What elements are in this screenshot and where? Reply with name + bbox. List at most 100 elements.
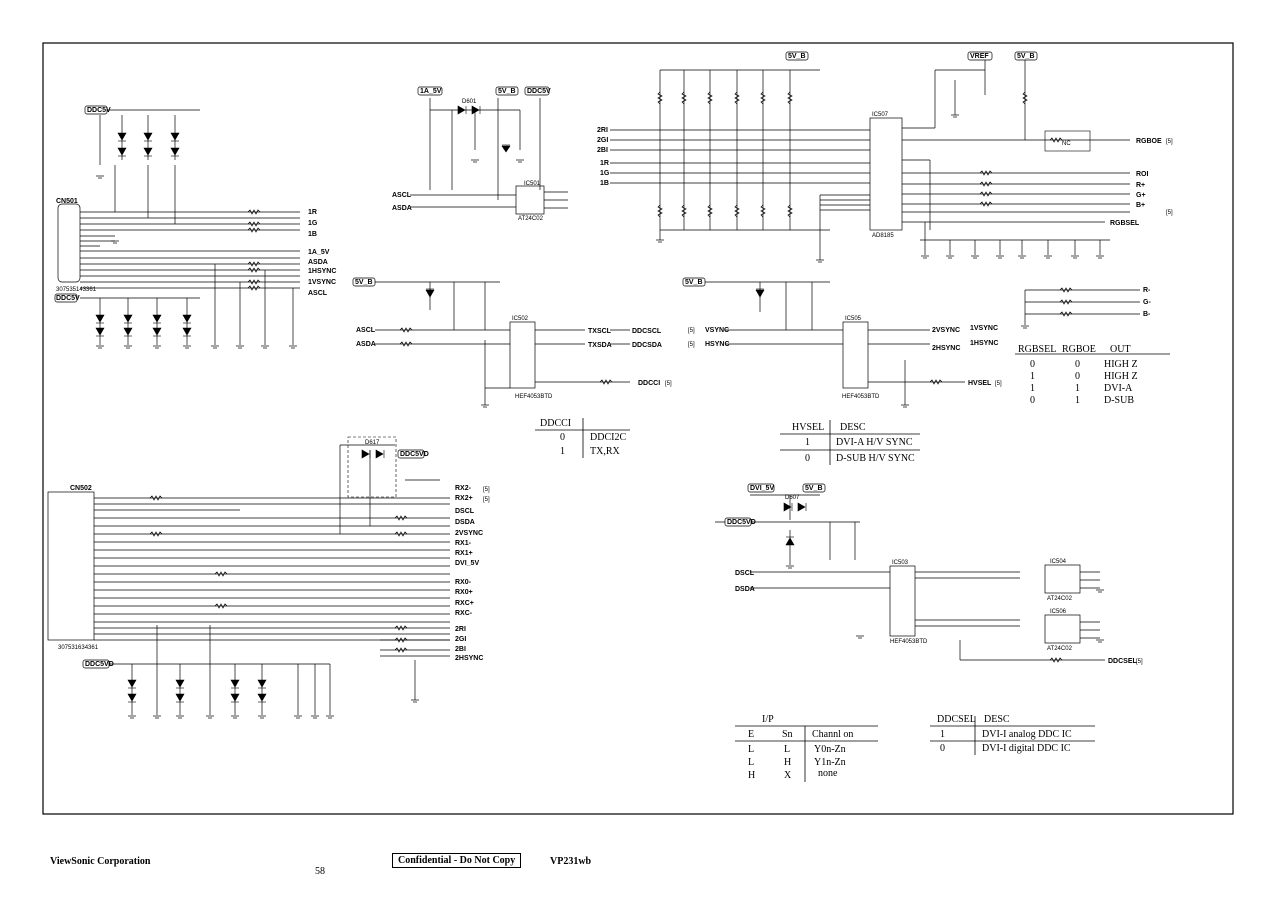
cn502-rx1m: RX1- [455,540,472,547]
ddcci-r0c1: DDCI2C [590,432,626,443]
ic502-ddcsda: DDCSDA [632,342,662,349]
ic502-label: IC502 [512,316,529,322]
net-vref: VREF [970,53,989,60]
out-gminus: G- [1143,299,1151,306]
ref-rx2p: [5] [483,497,490,503]
ic505-part: HEF4053BTD [842,394,880,400]
ip-h2: Channl on [812,729,853,740]
ref-ddcsel: [5] [1136,659,1143,665]
net-dvi5v: DVI_5V [750,485,774,492]
ref-rgbsel: [5] [1166,210,1173,216]
ddcci-table [535,418,630,458]
ddcsel-h0: DDCSEL [937,714,976,725]
rgb-r1c1: 0 [1075,371,1080,382]
cn501-partno: 307535143361 [56,287,97,293]
ic503-dsda: DSDA [735,586,755,593]
ground-symbols [96,114,1104,719]
net-ddc5vd-ic503: DDC5VD [727,519,756,526]
ic507-out-gplus: G+ [1136,192,1146,199]
ref-vsync: [5] [688,328,695,334]
net-5vb-ic502: 5V_B [355,279,373,286]
sig-1hsync: 1HSYNC [308,268,336,275]
net-ddc5v-bottom: DDC5V [56,295,80,302]
cn502-2bi: 2BI [455,646,466,653]
hvsel-r1c1: D-SUB H/V SYNC [836,453,915,464]
footer-model: VP231wb [550,856,592,867]
ip-r1c0: L [748,757,754,768]
ddcci-r1c1: TX,RX [590,446,621,457]
ip-r2c2: none [818,768,838,779]
footer-confidential: Confidential - Do Not Copy [392,853,522,868]
cn502-rxcm: RXC- [455,610,473,617]
ic507-out-rplus: R+ [1136,182,1145,189]
ic507-out-roi: ROI [1136,171,1149,178]
ref-rx2m: [5] [483,487,490,493]
cn502-label: CN502 [70,485,92,492]
cn502-rxcp: RXC+ [455,600,474,607]
ic502-ddcscl: DDCSCL [632,328,662,335]
ddcsel-r0c1: DVI-I analog DDC IC [982,729,1072,740]
ic502-ascl: ASCL [356,327,376,334]
sig-1g: 1G [308,220,318,227]
footer-page-number: 58 [315,866,325,877]
ic507-in-1b: 1B [600,180,609,187]
net-ddc5v-ic501: DDC5V [527,88,551,95]
ic507-in-1g: 1G [600,170,610,177]
cn502-2hsync: 2HSYNC [455,655,483,662]
cn502-rx2p: RX2+ [455,495,473,502]
net-ddc5vd-d617: DDC5VD [400,451,429,458]
rgb-r3c2: D-SUB [1104,395,1134,406]
d617-enclosure [347,436,397,498]
ic501-label: IC501 [524,181,541,187]
cn502-dsda: DSDA [455,519,475,526]
ic502-txsda: TXSDA [588,342,612,349]
sig-ascl: ASCL [308,290,328,297]
table-text: DDCCI 0 DDCI2C 1 TX,RX HVSEL DESC 1 DVI-… [540,344,1138,781]
rgb-r1c2: HIGH Z [1104,371,1138,382]
net-5vb-right: 5V_B [1017,53,1035,60]
cn502-rx1p: RX1+ [455,550,473,557]
rgb-r0c2: HIGH Z [1104,359,1138,370]
ip-r1c2: Y1n-Zn [814,757,846,768]
ref-hsync: [5] [688,342,695,348]
ddcci-r0c0: 0 [560,432,565,443]
ic503-dscl: DSCL [735,570,755,577]
ic507-label: IC507 [872,112,889,118]
ic507-out-rgboe: RGBOE [1136,138,1162,145]
rgb-r2c1: 1 [1075,383,1080,394]
rgb-r3c1: 1 [1075,395,1080,406]
text-labels: DDC5V DDC5V 1A_5V 5V_B DDC5V 5V_B 5V_B 5… [56,53,1173,668]
net-1a5v: 1A_5V [420,88,442,95]
d601-label: D601 [462,99,477,105]
resistor-symbols [149,91,1073,663]
net-ddc5vd-bottom: DDC5VD [85,661,114,668]
ic505-1vsync: 1VSYNC [970,325,998,332]
sheet-border [42,42,1234,815]
ic507-in-2ri: 2RI [597,127,608,134]
net-5vb-ic501: 5V_B [498,88,516,95]
ic506-label: IC506 [1050,609,1067,615]
rgb-r2c0: 1 [1030,383,1035,394]
cn502-2gi: 2GI [455,636,466,643]
hvsel-r1c0: 0 [805,453,810,464]
ip-title: I/P [762,714,774,725]
net-5vb-ic505: 5V_B [685,279,703,286]
hvsel-h1: DESC [840,422,866,433]
ic502-part: HEF4053BTD [515,394,553,400]
net-5vb-ic507: 5V_B [788,53,806,60]
ic505-hvsel: HVSEL [968,380,992,387]
sig-1r: 1R [308,209,317,216]
ddcsel-r1c0: 0 [940,743,945,754]
out-bminus: B- [1143,311,1151,318]
ic505-hsync: HSYNC [705,341,730,348]
hvsel-table [780,420,920,465]
ip-r2c0: H [748,770,755,781]
ic507-part: AD8185 [872,233,894,239]
rgb-h0: RGBSEL [1018,344,1056,355]
cn502-dscl: DSCL [455,508,475,515]
ip-r1c1: H [784,757,791,768]
ic505-2vsync: 2VSYNC [932,327,960,334]
ic503-ddcsel: DDCSEL [1108,658,1138,665]
ic503-label: IC503 [892,560,909,566]
